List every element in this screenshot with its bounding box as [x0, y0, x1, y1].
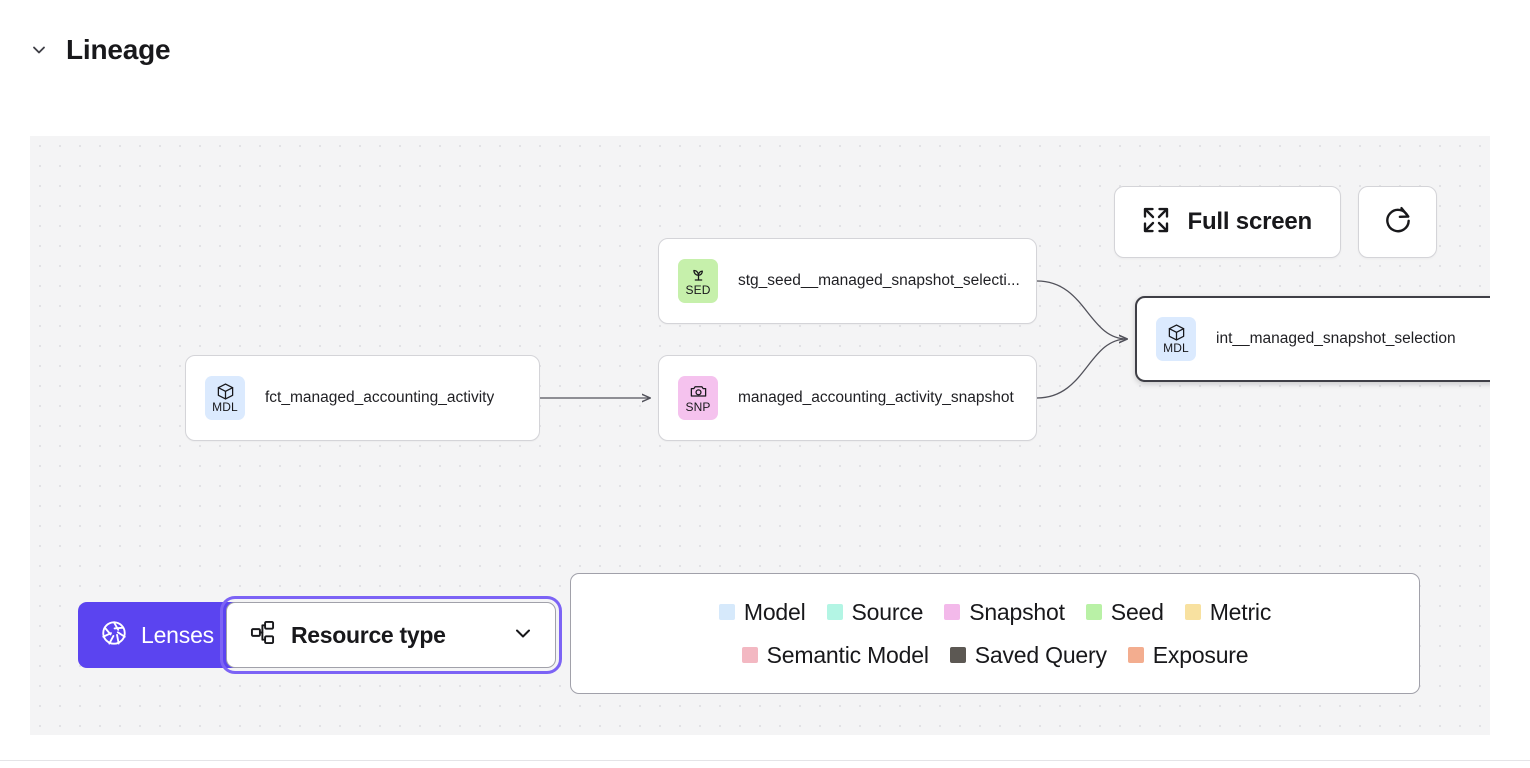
legend-item-source: Source	[826, 598, 924, 626]
node-type-abbr: MDL	[1163, 341, 1189, 356]
legend-label-saved-query: Saved Query	[974, 641, 1107, 668]
legend-swatch-source	[826, 604, 843, 620]
lineage-canvas[interactable]: MDL fct_managed_accounting_activity SED …	[30, 136, 1490, 735]
legend-label-exposure: Exposure	[1152, 641, 1249, 668]
legend-swatch-seed	[1085, 604, 1102, 620]
node-type-abbr: SED	[685, 283, 711, 298]
legend-swatch-saved-query	[949, 647, 966, 663]
refresh-button[interactable]	[1358, 186, 1437, 258]
legend-item-saved-query: Saved Query	[949, 641, 1107, 669]
legend-swatch-semantic-model	[741, 647, 758, 663]
chevron-down-icon[interactable]	[26, 37, 52, 63]
legend-row-primary: Model Source Snapshot Seed Metric	[718, 598, 1272, 626]
node-label: managed_accounting_activity_snapshot	[738, 389, 1014, 406]
legend-swatch-metric	[1184, 604, 1201, 620]
lineage-legend: Model Source Snapshot Seed Metric	[570, 573, 1420, 694]
legend-swatch-snapshot	[944, 604, 961, 620]
chevron-down-icon	[511, 621, 535, 650]
sprout-icon: SED	[678, 259, 718, 303]
canvas-controls: Full screen	[1114, 186, 1437, 258]
lineage-node-stg-seed-managed-snapshot-selection[interactable]: SED stg_seed__managed_snapshot_selecti..…	[658, 238, 1037, 324]
node-graph-icon	[249, 619, 276, 651]
lineage-header: Lineage	[0, 18, 171, 82]
node-label: int__managed_snapshot_selection	[1216, 330, 1456, 347]
refresh-icon	[1382, 204, 1414, 241]
legend-label-model: Model	[743, 598, 806, 625]
full-screen-button[interactable]: Full screen	[1114, 186, 1341, 258]
cube-icon: MDL	[205, 376, 245, 420]
camera-icon: SNP	[678, 376, 718, 420]
resource-type-label: Resource type	[291, 621, 446, 648]
legend-item-metric: Metric	[1184, 598, 1272, 626]
node-label: fct_managed_accounting_activity	[265, 389, 495, 406]
lineage-node-managed-accounting-activity-snapshot[interactable]: SNP managed_accounting_activity_snapshot	[658, 355, 1037, 441]
legend-label-source: Source	[851, 598, 924, 625]
lenses-label: Lenses	[141, 621, 214, 648]
legend-label-seed: Seed	[1110, 598, 1164, 625]
legend-label-semantic-model: Semantic Model	[766, 641, 929, 668]
page-title: Lineage	[66, 34, 171, 65]
legend-row-secondary: Semantic Model Saved Query Exposure	[741, 641, 1249, 669]
full-screen-label: Full screen	[1187, 208, 1312, 235]
legend-label-snapshot: Snapshot	[969, 598, 1065, 625]
node-type-abbr: MDL	[212, 400, 238, 415]
lineage-node-int-managed-snapshot-selection[interactable]: MDL int__managed_snapshot_selection	[1135, 296, 1490, 382]
resource-type-dropdown[interactable]: Resource type	[220, 596, 562, 674]
legend-item-snapshot: Snapshot	[944, 599, 1065, 626]
legend-item-seed: Seed	[1085, 598, 1164, 626]
aperture-icon	[100, 619, 128, 652]
legend-item-exposure: Exposure	[1127, 641, 1249, 669]
legend-label-metric: Metric	[1209, 598, 1272, 625]
node-label: stg_seed__managed_snapshot_selecti...	[738, 272, 1020, 289]
legend-item-model: Model	[718, 598, 806, 626]
legend-swatch-exposure	[1127, 647, 1144, 663]
lineage-node-fct-managed-accounting-activity[interactable]: MDL fct_managed_accounting_activity	[185, 355, 540, 441]
expand-arrows-icon	[1141, 205, 1171, 240]
lineage-edges	[540, 280, 1490, 735]
node-type-abbr: SNP	[685, 400, 711, 415]
cube-icon: MDL	[1156, 317, 1196, 361]
legend-swatch-model	[718, 604, 735, 620]
section-divider	[0, 760, 1530, 761]
legend-item-semantic-model: Semantic Model	[741, 641, 929, 669]
